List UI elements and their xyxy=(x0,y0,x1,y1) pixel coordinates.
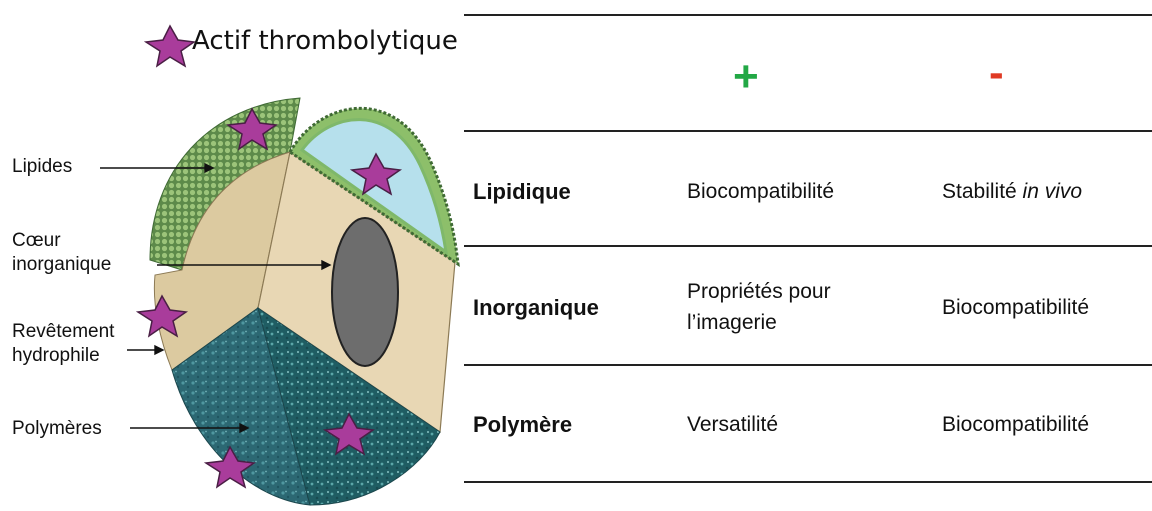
label-lipides: Lipides xyxy=(12,156,72,178)
table-rule xyxy=(464,130,1152,132)
label-coeur-line1: Cœur xyxy=(12,230,61,252)
star-icon xyxy=(146,26,194,66)
table-rule xyxy=(464,14,1152,16)
label-coeur-line2: inorganique xyxy=(12,254,111,276)
table-rule xyxy=(464,364,1152,366)
label-polymeres: Polymères xyxy=(12,418,102,440)
row-type: Inorganique xyxy=(473,295,599,320)
inorganic-core xyxy=(332,218,398,366)
label-revetement-line1: Revêtement xyxy=(12,321,114,343)
row-pro: Versatilité xyxy=(687,412,778,437)
row-pro-line1: Propriétés pour xyxy=(687,279,831,304)
legend-label: Actif thrombolytique xyxy=(192,26,458,56)
row-type: Lipidique xyxy=(473,179,571,204)
row-type: Polymère xyxy=(473,412,572,437)
row-pro-line2: l’imagerie xyxy=(687,310,777,335)
header-minus: - xyxy=(989,48,1004,98)
table-rule xyxy=(464,245,1152,247)
row-pro: Biocompatibilité xyxy=(687,179,834,204)
row-con: Biocompatibilité xyxy=(942,412,1089,437)
row-con: Stabilité in vivo xyxy=(942,179,1082,204)
table-rule xyxy=(464,481,1152,483)
header-plus: + xyxy=(733,52,759,102)
label-revetement-line2: hydrophile xyxy=(12,345,100,367)
row-con: Biocompatibilité xyxy=(942,295,1089,320)
row-con-text: Stabilité xyxy=(942,180,1023,203)
row-con-italic: in vivo xyxy=(1023,180,1083,203)
